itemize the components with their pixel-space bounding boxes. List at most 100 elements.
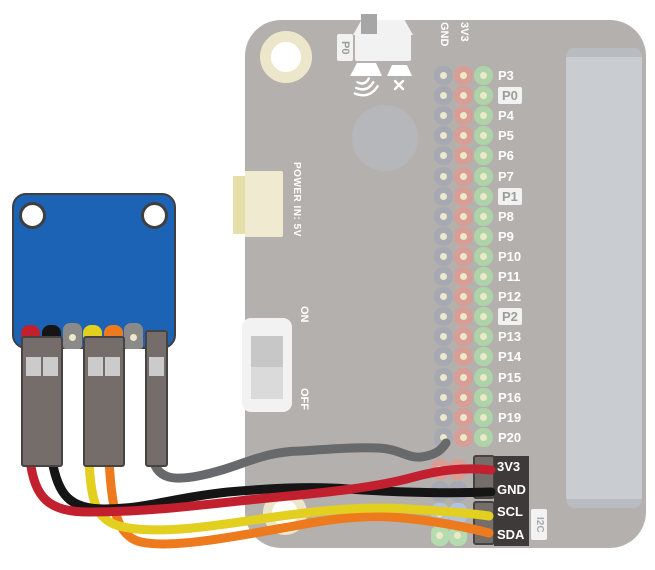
pin-row: P16 (434, 387, 554, 407)
pin-label: P4 (498, 108, 514, 124)
mute-x-icon (393, 79, 405, 91)
jumper-housing-left (21, 336, 63, 467)
pin-row: P8 (434, 206, 554, 226)
pin-v33 (454, 186, 473, 206)
crimp-window (149, 357, 164, 376)
i2c-pin (449, 481, 467, 502)
pin-row: P3 (434, 66, 554, 85)
pin-v33 (454, 66, 473, 85)
pin-row: P11 (434, 267, 554, 286)
pin-label: P5 (498, 128, 514, 144)
pin-row: P6 (434, 146, 554, 166)
pin-label: P8 (498, 208, 514, 224)
pin-p (474, 347, 493, 367)
crimp-window (43, 357, 58, 376)
pin-p (474, 327, 493, 347)
module-hole-left (19, 202, 46, 229)
pin-row: P4 (434, 106, 554, 126)
speaker-icon (350, 63, 382, 76)
pin-label: P11 (498, 269, 521, 284)
i2c-label: GND (497, 481, 526, 497)
pin-label: P16 (498, 389, 522, 405)
pin-label: P1 (498, 187, 522, 205)
pin-gnd (434, 246, 453, 266)
pin-gnd (434, 106, 453, 126)
pin-v33 (454, 126, 473, 146)
i2c-pin (431, 459, 449, 480)
p0-button (355, 34, 411, 61)
pin-p (474, 267, 493, 286)
pin-label: P0 (498, 87, 522, 105)
i2c-pin-row (431, 481, 471, 502)
pin-p (474, 287, 493, 307)
power-switch-slider-bottom (251, 367, 283, 399)
pin-v33 (454, 287, 473, 307)
pin-row: P9 (434, 226, 554, 246)
pin-label: P14 (498, 349, 522, 365)
pin-p (474, 307, 493, 327)
pin-v33 (454, 427, 473, 447)
pin-v33 (454, 206, 473, 226)
pin-v33 (454, 226, 473, 246)
pin-gnd (434, 367, 453, 387)
pin-gnd (434, 166, 453, 186)
pin-p (474, 226, 493, 246)
pin-p (474, 106, 493, 126)
i2c-pin (449, 459, 467, 480)
crimp-window (26, 357, 41, 376)
pin-row: P10 (434, 246, 554, 266)
crimp-window (105, 357, 120, 376)
pin-p (474, 66, 493, 85)
pin-p (474, 166, 493, 186)
button-actuator (361, 14, 377, 35)
switch-off-label: OFF (298, 388, 310, 410)
pin-gnd (434, 206, 453, 226)
pin-v33 (454, 86, 473, 106)
jumper-housing-right (145, 330, 168, 467)
pin-v33 (454, 327, 473, 347)
pin-p (474, 206, 493, 226)
speaker-icons (350, 63, 412, 97)
pin-row: P1 (434, 186, 554, 206)
buzzer-circle (352, 105, 418, 171)
i2c-plug-power (473, 455, 495, 499)
pin-gnd (434, 226, 453, 246)
pin-gnd (434, 186, 453, 206)
pin-label: P7 (498, 168, 514, 184)
pin-v33 (454, 267, 473, 286)
pin-p (474, 186, 493, 206)
power-in-label: POWER IN: 5V (291, 162, 302, 237)
i2c-plug-data (473, 501, 495, 545)
pin-label: P12 (498, 289, 522, 305)
sound-waves-icon (353, 77, 379, 97)
i2c-pin (449, 503, 467, 524)
pin-gnd (434, 327, 453, 347)
pin-gnd (434, 86, 453, 106)
module-spare-pin (124, 323, 143, 349)
i2c-pin (431, 481, 449, 502)
pin-gnd (434, 307, 453, 327)
3v3-column-header: 3V3 (458, 22, 470, 42)
pin-row: P13 (434, 327, 554, 347)
pin-p (474, 367, 493, 387)
pin-gnd (434, 146, 453, 166)
power-switch-slider-top (251, 336, 283, 367)
pin-label: P19 (498, 409, 522, 425)
module-hole-right (141, 202, 168, 229)
pin-gnd (434, 126, 453, 146)
pin-row: P2 (434, 307, 554, 327)
pin-gnd (434, 427, 453, 447)
i2c-pin-row (431, 459, 471, 480)
pin-gnd (434, 407, 453, 427)
pin-gnd (434, 347, 453, 367)
pin-gnd (434, 66, 453, 85)
i2c-label: SDA (497, 526, 525, 542)
switch-on-label: ON (298, 306, 310, 323)
pin-v33 (454, 246, 473, 266)
pin-gnd (434, 387, 453, 407)
jumper-housing-middle (83, 336, 125, 467)
pin-row: P14 (434, 347, 554, 367)
pin-p (474, 126, 493, 146)
pin-v33 (454, 146, 473, 166)
pin-v33 (454, 307, 473, 327)
